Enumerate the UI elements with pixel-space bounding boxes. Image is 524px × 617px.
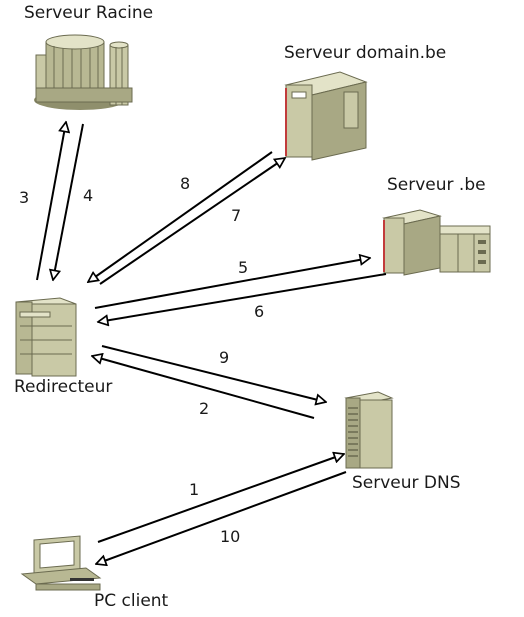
- step-3-label: 3: [19, 188, 30, 207]
- arrow-2: [92, 356, 315, 419]
- domain-server-label: Serveur domain.be: [284, 43, 447, 63]
- arrow-5: [94, 258, 370, 309]
- dns-server-icon: [344, 391, 394, 469]
- root-server-label: Serveur Racine: [24, 3, 154, 23]
- step-1-label: 1: [189, 480, 200, 499]
- domain-server-icon: [284, 71, 368, 161]
- arrow-9: [101, 345, 326, 402]
- arrow-8: [88, 151, 273, 282]
- pc-client-label: PC client: [94, 591, 169, 611]
- redirector-label: Redirecteur: [14, 377, 113, 397]
- arrow-6: [98, 273, 387, 322]
- arrow-1: [97, 454, 344, 543]
- arrow-10: [96, 471, 347, 564]
- be-server-label: Serveur .be: [387, 175, 486, 195]
- step-8-label: 8: [180, 174, 191, 193]
- step-4-label: 4: [83, 186, 94, 205]
- arrow-3: [36, 122, 66, 281]
- be-server-icon: [382, 209, 491, 276]
- pc-client-icon: [20, 535, 102, 591]
- redirector-icon: [15, 297, 77, 377]
- step-7-label: 7: [231, 206, 242, 225]
- step-6-label: 6: [254, 302, 265, 321]
- root-server-icon: [34, 34, 133, 110]
- arrow-4: [53, 123, 84, 280]
- step-2-label: 2: [199, 399, 210, 418]
- step-5-label: 5: [238, 258, 249, 277]
- step-10-label: 10: [220, 527, 241, 546]
- step-9-label: 9: [219, 348, 230, 367]
- arrow-7: [99, 158, 285, 285]
- dns-server-label: Serveur DNS: [352, 473, 461, 493]
